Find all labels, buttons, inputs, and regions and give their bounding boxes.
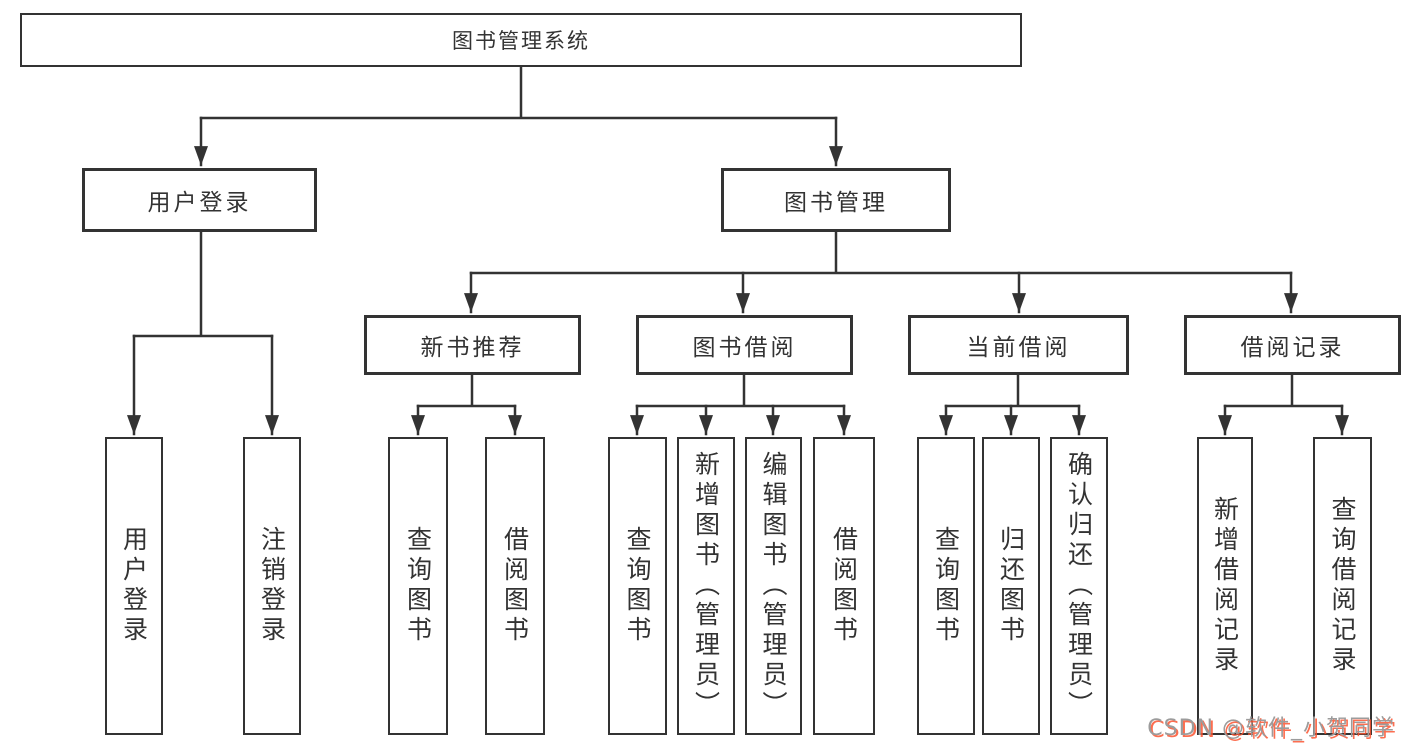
- node-label: 查询图书: [931, 526, 961, 646]
- node-label: 查询借阅记录: [1328, 496, 1357, 676]
- node-label: 图书借阅: [692, 335, 797, 361]
- node-book-borrow: 图书借阅: [636, 315, 853, 375]
- node-label: 图书管理系统: [452, 29, 590, 53]
- node-label: 借阅记录: [1240, 335, 1345, 361]
- node-label: 用户登录: [119, 526, 149, 646]
- node-label: 新书推荐: [420, 335, 525, 361]
- node-label: 当前借阅: [966, 335, 1071, 361]
- node-label: 借阅图书: [829, 526, 859, 646]
- node-label: 新增借阅记录: [1210, 496, 1240, 676]
- node-label: 新增图书（管理员）: [691, 451, 721, 721]
- node-records-query-borrow-record: 查询借阅记录: [1313, 437, 1372, 735]
- node-label: 编辑图书（管理员）: [759, 451, 788, 721]
- node-label: 归还图书: [996, 526, 1026, 646]
- node-label: 图书管理: [784, 190, 888, 216]
- csdn-watermark: CSDN @软件_小贺同学: [1147, 716, 1395, 741]
- node-book-management: 图书管理: [721, 168, 951, 232]
- node-leaf-user-login: 用户登录: [105, 437, 163, 735]
- node-borrow-records: 借阅记录: [1184, 315, 1401, 375]
- node-borrow-add-books-admin: 新增图书（管理员）: [677, 437, 735, 735]
- node-borrow-edit-books-admin: 编辑图书（管理员）: [745, 437, 802, 735]
- node-recommend-query-books: 查询图书: [388, 437, 448, 735]
- node-current-borrow: 当前借阅: [908, 315, 1129, 375]
- node-records-add-borrow-record: 新增借阅记录: [1197, 437, 1253, 735]
- node-label: 查询图书: [623, 526, 652, 646]
- node-label: 注销登录: [257, 526, 287, 646]
- node-borrow-query-books: 查询图书: [608, 437, 667, 735]
- node-root-library-management-system: 图书管理系统: [20, 13, 1022, 67]
- node-label: 借阅图书: [500, 526, 530, 646]
- node-current-return-books: 归还图书: [982, 437, 1040, 735]
- node-current-query-books: 查询图书: [917, 437, 975, 735]
- node-borrow-borrow-books: 借阅图书: [813, 437, 875, 735]
- node-label: 用户登录: [147, 190, 252, 216]
- node-label: 确认归还（管理员）: [1064, 451, 1094, 721]
- node-label: 查询图书: [403, 526, 433, 646]
- node-user-login-group: 用户登录: [82, 168, 317, 232]
- node-recommend-borrow-books: 借阅图书: [485, 437, 545, 735]
- node-leaf-logout: 注销登录: [243, 437, 301, 735]
- node-new-book-recommend: 新书推荐: [364, 315, 581, 375]
- node-current-confirm-return-admin: 确认归还（管理员）: [1050, 437, 1108, 735]
